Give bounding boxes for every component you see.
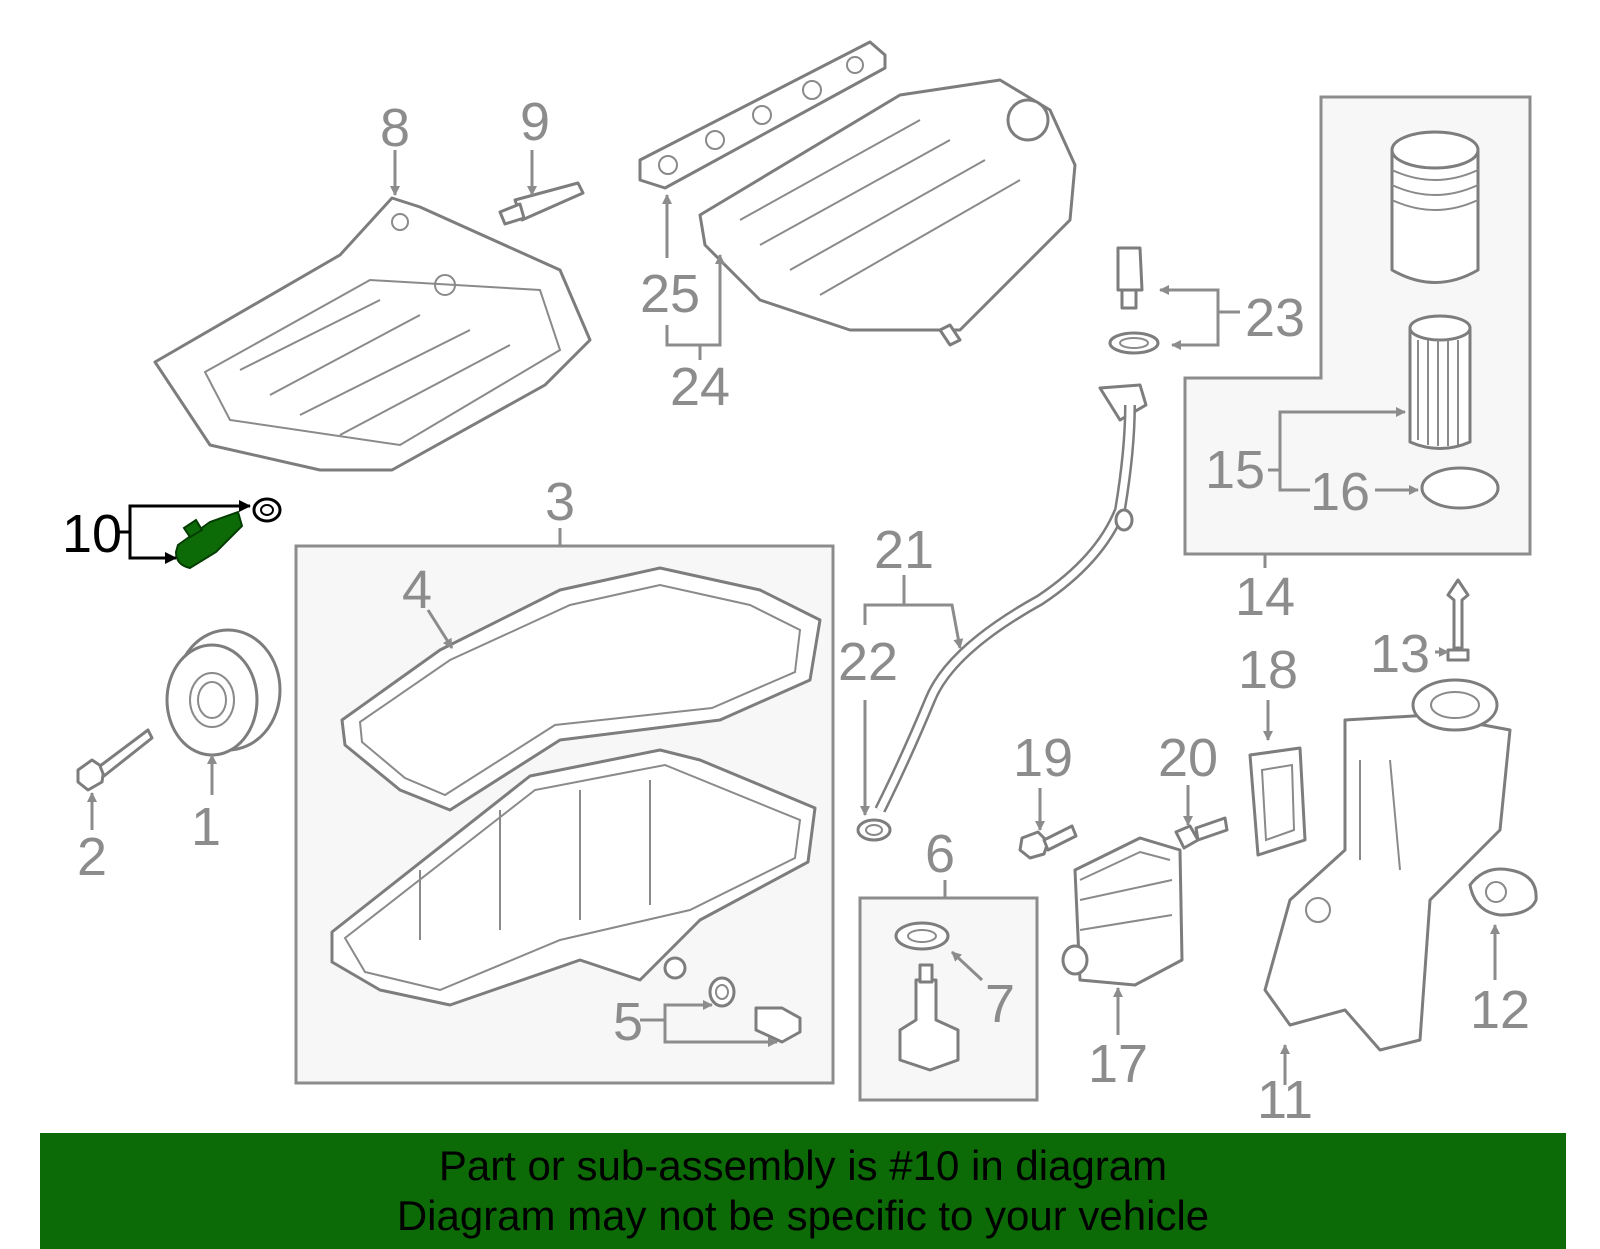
callout-22: 22 bbox=[838, 632, 898, 692]
callout-12: 12 bbox=[1470, 980, 1530, 1040]
callout-7: 7 bbox=[985, 974, 1015, 1034]
sensor-group-box bbox=[858, 896, 1039, 1102]
callout-14: 14 bbox=[1235, 567, 1295, 627]
callout-1: 1 bbox=[191, 797, 221, 857]
part-1-pulley[interactable] bbox=[165, 628, 282, 757]
callout-2: 2 bbox=[77, 827, 107, 887]
callout-20: 20 bbox=[1158, 728, 1218, 788]
part-3-oil-pan[interactable] bbox=[330, 748, 817, 1007]
part-23-oil-pressure-sensor[interactable] bbox=[1108, 246, 1160, 355]
callout-8: 8 bbox=[380, 98, 410, 158]
part-11-oil-filter-housing[interactable] bbox=[1263, 678, 1512, 1052]
callout-25: 25 bbox=[640, 264, 700, 324]
leader-part-10 bbox=[118, 500, 251, 564]
callout-15: 15 bbox=[1205, 440, 1265, 500]
callout-10: 10 bbox=[62, 504, 122, 564]
callout-3: 3 bbox=[545, 472, 575, 532]
callout-21: 21 bbox=[874, 520, 934, 580]
part-4-oil-pan-gasket[interactable] bbox=[340, 566, 822, 812]
part-6-oil-level-sensor[interactable] bbox=[898, 963, 960, 1072]
part-25-intake-gasket[interactable] bbox=[638, 40, 887, 190]
part-9-sealant-tube[interactable] bbox=[498, 181, 585, 226]
callout-16: 16 bbox=[1310, 462, 1370, 522]
callout-13: 13 bbox=[1370, 624, 1430, 684]
callout-23: 23 bbox=[1245, 288, 1305, 348]
part-20-bolt[interactable] bbox=[1174, 816, 1229, 850]
part-10-highlighted-valve[interactable] bbox=[174, 497, 282, 570]
callout-11: 11 bbox=[1257, 1070, 1313, 1130]
part-18-gasket[interactable] bbox=[1248, 746, 1307, 857]
leader-lines bbox=[87, 150, 1500, 1085]
part-19-bolt[interactable] bbox=[1018, 824, 1078, 860]
part-22-o-ring[interactable] bbox=[856, 818, 892, 842]
part-15-oil-filter-element[interactable] bbox=[1408, 314, 1472, 450]
callout-17: 17 bbox=[1088, 1034, 1148, 1094]
banner-line-2: Diagram may not be specific to your vehi… bbox=[396, 1192, 1210, 1239]
part-7-sensor-seal[interactable] bbox=[894, 921, 950, 951]
part-17-oil-cooler[interactable] bbox=[1061, 836, 1184, 987]
info-banner: Part or sub-assembly is #10 in diagram D… bbox=[40, 1133, 1566, 1249]
part-21-dipstick-tube[interactable] bbox=[874, 383, 1148, 813]
part-8-upper-oil-pan[interactable] bbox=[153, 196, 592, 472]
callout-18: 18 bbox=[1238, 640, 1298, 700]
callout-19: 19 bbox=[1013, 728, 1073, 788]
part-2-bolt[interactable] bbox=[76, 728, 154, 792]
part-13-sensor[interactable] bbox=[1446, 578, 1470, 662]
part-12-gasket[interactable] bbox=[1468, 867, 1538, 917]
callout-6: 6 bbox=[925, 824, 955, 884]
callout-9: 9 bbox=[520, 92, 550, 152]
part-24-intake-manifold[interactable] bbox=[698, 78, 1077, 347]
oil-filter-housing-cap[interactable] bbox=[1390, 130, 1480, 284]
part-16-oil-filter-o-ring[interactable] bbox=[1420, 466, 1500, 510]
part-5-drain-plug[interactable] bbox=[708, 976, 802, 1044]
banner-line-1: Part or sub-assembly is #10 in diagram bbox=[438, 1142, 1168, 1189]
callout-24: 24 bbox=[670, 357, 730, 417]
callout-5: 5 bbox=[613, 992, 643, 1052]
callout-4: 4 bbox=[402, 560, 432, 620]
